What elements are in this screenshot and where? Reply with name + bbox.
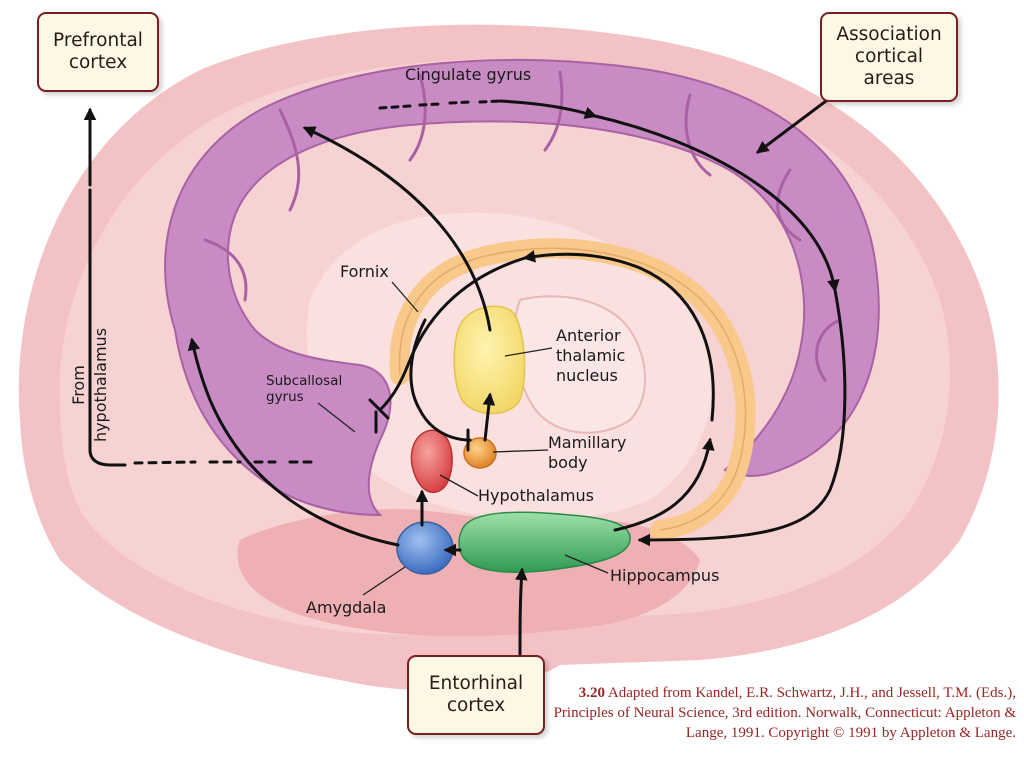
from-hypothalamus-line-2: hypothalamus [91, 327, 110, 443]
cingulate-to-hippocampus-arrow [637, 288, 847, 547]
figure-number: 3.20 [578, 685, 605, 701]
association-box-line-1: Association [836, 24, 942, 45]
mamillary-line-2: body [548, 453, 588, 472]
amygdala-to-prefrontal-arrow [187, 337, 400, 547]
mamillary-body-shape [463, 437, 497, 469]
from-hypothalamus-dashed [133, 460, 317, 465]
prefrontal-box-line-1: Prefrontal [53, 30, 143, 51]
hippocampus-leader [564, 554, 609, 574]
association-box-line-2: cortical [854, 46, 924, 67]
amygdala-leader [362, 566, 406, 596]
mamillary-body-label: Mamillary body [548, 433, 626, 473]
amygdala-label: Amygdala [306, 598, 387, 617]
subcallosal-line-2: gyrus [266, 389, 304, 405]
anterior-thalamic-line-1: Anterior [556, 326, 621, 345]
cingulate-to-descending-arrow [593, 114, 840, 293]
cingulate-dashed-path [378, 99, 502, 110]
mamillary-leader [492, 449, 549, 453]
hypothalamus-leader [439, 474, 479, 497]
fornix-label: Fornix [340, 262, 389, 281]
subcallosal-terminal [368, 398, 390, 434]
amygdala-shape [396, 521, 454, 575]
association-to-cingulate-arrow [755, 96, 832, 154]
prefrontal-box-line-2: cortex [68, 52, 128, 73]
hippocampus-shape [458, 511, 631, 573]
anterior-thalamic-line-2: thalamic [556, 346, 626, 365]
hippocampus-ascending-arrow [613, 437, 715, 532]
cingulate-gyrus-shape [164, 58, 880, 517]
fornix-shape [389, 238, 756, 540]
caption-text: Adapted from Kandel, E.R. Schwartz, J.H.… [553, 685, 1016, 741]
anterior-thalamic-nucleus-label: Anterior thalamic nucleus [556, 326, 625, 386]
association-box-line-3: areas [863, 68, 915, 89]
entorhinal-box-line-2: cortex [446, 695, 506, 716]
fornix-to-subcallosal-path [378, 256, 527, 412]
anterior-thalamic-nucleus-shape [453, 305, 526, 415]
anterior-thalamic-leader [504, 347, 553, 357]
entorhinal-cortex-box: Entorhinal cortex [407, 655, 545, 735]
thalamus-to-cingulate-arrow [302, 126, 492, 332]
mamillary-line-1: Mamillary [548, 433, 627, 452]
association-cortical-areas-box: Association cortical areas [820, 12, 958, 102]
hypothalamus-label: Hypothalamus [478, 486, 594, 505]
mamillary-to-thalamus-arrow [482, 392, 496, 442]
from-hypothalamus-label: From hypothalamus [68, 320, 118, 450]
entorhinal-to-hippocampus-arrow [515, 567, 528, 657]
from-hypothalamus-line-1: From [69, 365, 88, 405]
fornix-to-mamillary-path [409, 318, 472, 442]
cingulate-gyrus-label: Cingulate gyrus [405, 65, 532, 84]
prefrontal-cortex-box: Prefrontal cortex [37, 12, 159, 92]
subcallosal-line-1: Subcallosal [266, 373, 343, 389]
from-hypothalamus-path [88, 188, 127, 467]
fornix-leader [391, 281, 419, 313]
entorhinal-box-line-1: Entorhinal [428, 673, 524, 694]
hippocampus-label: Hippocampus [610, 566, 720, 585]
subcallosal-leader [317, 402, 356, 433]
figure-caption: 3.20 Adapted from Kandel, E.R. Schwartz,… [546, 683, 1016, 743]
fornix-arch-arrow [522, 250, 715, 422]
anterior-thalamic-line-3: nucleus [556, 366, 618, 385]
subcallosal-gyrus-label: Subcallosal gyrus [266, 373, 342, 405]
cingulate-arrow [498, 99, 598, 119]
